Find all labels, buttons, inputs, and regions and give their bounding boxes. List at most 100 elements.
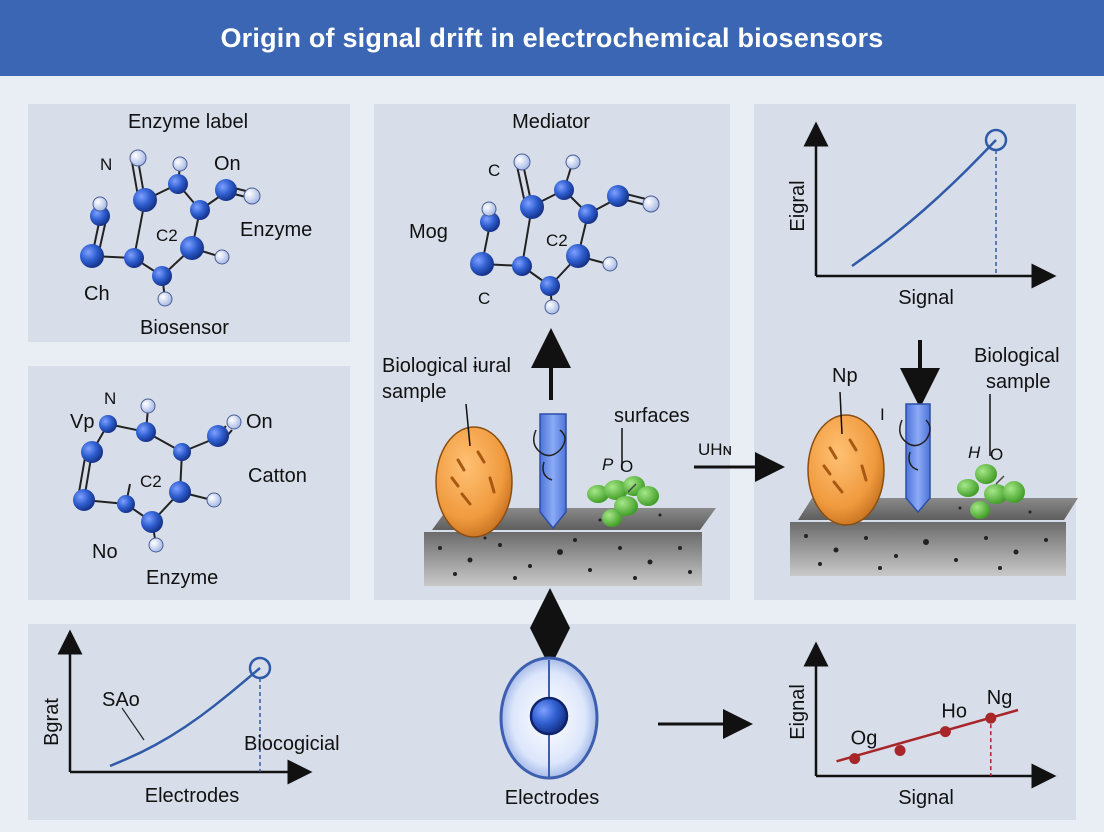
annotation-biocogicial: Biocogicial [244,733,340,755]
annotation-leader [121,707,145,741]
panel-mid-left [28,366,350,600]
y-axis-label: Eigral [787,180,809,231]
atom [607,185,629,207]
atom [226,414,242,430]
molecule-mediator-atoms [470,153,660,315]
data-label: Ho [941,701,967,723]
label-vp: Vp [70,411,94,433]
label-np: Np [832,365,858,387]
atom [512,256,532,276]
leader-line [465,403,471,447]
atom [81,441,103,463]
atom [133,188,157,212]
atom [566,244,590,268]
series-line [851,139,997,268]
data-point [894,745,906,756]
label-bio-sample-line2: sample [382,381,446,403]
atom [140,398,156,414]
atom [124,248,144,268]
panel-title-mediator: Mediator [512,111,590,133]
protein-cluster-right [957,464,1025,519]
atom [141,511,163,533]
atom [480,212,500,232]
atom [99,415,117,433]
atom [117,495,135,513]
atom [544,299,560,315]
data-point [939,726,951,738]
electrode-probe-center [533,413,567,530]
atom [80,244,104,268]
page-title: Origin of signal drift in electrochemica… [220,22,884,53]
label-mog: Mog [409,221,448,243]
atom [129,149,147,167]
atom [169,481,191,503]
atom [157,291,173,307]
label-c-bottom: C [478,289,490,308]
atom [214,249,230,265]
label-bio-sample-line2: sample [986,371,1050,393]
atom [92,196,108,212]
chart-bottom-left: Bgrat Electrodes SAo Biocogicial [41,629,340,807]
data-point [985,712,997,724]
atom [173,443,191,461]
atom [136,422,156,442]
atom [554,180,574,200]
atom [602,256,618,272]
label-catton: Catton [248,465,307,487]
atom [642,195,660,213]
atom [540,276,560,296]
protein-cluster-center [587,476,659,527]
label-o: O [990,445,1003,464]
atom [513,153,531,171]
atom [190,200,210,220]
data-point [849,753,861,765]
atom [152,266,172,286]
data-label: Ng [987,687,1013,709]
biological-cell-center [435,426,513,538]
atom [243,187,261,205]
label-n: N [100,155,112,174]
atom [148,537,164,553]
panel-title-enzyme-label: Enzyme label [128,111,248,133]
molecule-catton-atoms [73,398,242,553]
label-uhn: UHɴ [698,440,732,459]
atom [172,156,188,172]
atom [168,174,188,194]
label-enzyme: Enzyme [240,219,312,241]
label-h: H [968,443,981,462]
label-p: P [602,455,614,474]
label-surfaces: surfaces [614,405,690,427]
leader-line [839,391,843,435]
atom [520,195,544,219]
x-axis-label: Signal [898,287,954,309]
atom [215,179,237,201]
molecule-enzyme-label-atoms [80,149,261,307]
atom [565,154,581,170]
label-i: I [880,405,885,424]
atom [207,425,229,447]
series-line [109,667,261,768]
label-c2: C2 [546,231,568,250]
x-axis-label: Signal [898,787,954,809]
label-n: N [104,389,116,408]
label-c-top: C [488,161,500,180]
label-bio-sample-line1: Biological [974,345,1060,367]
annotation-sao: SAo [102,689,140,711]
label-ch: Ch [84,283,110,305]
atom [73,489,95,511]
header-banner: Origin of signal drift in electrochemica… [0,0,1104,76]
chart-top-right: Eigral Signal [787,121,1057,309]
atom [578,204,598,224]
label-no: No [92,541,118,563]
atom [180,236,204,260]
atom [206,492,222,508]
atom [470,252,494,276]
label-c2: C2 [156,226,178,245]
label-bio-sample-line1: Biological ɨural [382,355,511,377]
electrode-probe-right [899,403,931,514]
electrodes-label: Electrodes [505,787,600,809]
panel-top-left [28,104,350,342]
y-axis-label: Eignal [787,684,809,740]
